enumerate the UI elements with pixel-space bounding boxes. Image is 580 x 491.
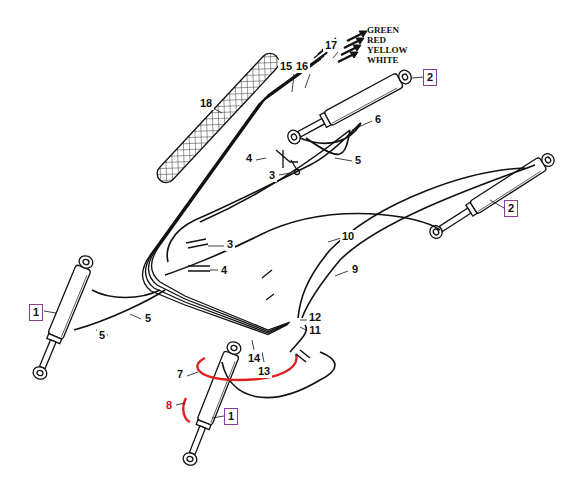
callout-number: 11 xyxy=(307,324,323,337)
callout-number: 2 xyxy=(505,201,517,216)
callout-number: 8 xyxy=(164,399,174,412)
callout-number: 3 xyxy=(225,238,235,251)
hose-color-label: GREEN xyxy=(367,26,399,35)
hose-sleeve xyxy=(153,50,282,187)
callout-number: 17 xyxy=(323,39,339,52)
leader-line xyxy=(44,52,504,418)
callout-number: 4 xyxy=(244,152,254,165)
part-callout-box: 1 xyxy=(29,304,43,321)
hose-color-label: YELLOW xyxy=(367,46,408,55)
part-callout-box: 2 xyxy=(423,69,437,86)
boom-cylinder xyxy=(427,150,557,241)
callout-number: 14 xyxy=(246,352,262,365)
callout-number: 13 xyxy=(256,365,272,378)
callout-number: 9 xyxy=(350,263,360,276)
callout-number: 5 xyxy=(143,312,153,325)
part-callout-box: 2 xyxy=(504,200,518,217)
callout-number: 5 xyxy=(97,329,107,342)
callout-number: 1 xyxy=(225,409,237,424)
callout-number: 18 xyxy=(198,97,214,110)
callout-number: 1 xyxy=(30,305,42,320)
lift-cylinder xyxy=(180,339,243,467)
callout-number: 16 xyxy=(294,60,310,73)
hose-color-label: WHITE xyxy=(367,56,399,65)
callout-number: 2 xyxy=(424,70,436,85)
callout-number: 4 xyxy=(219,264,229,277)
callout-number: 10 xyxy=(340,230,356,243)
steel-tubes xyxy=(143,38,337,335)
hose-color-label: RED xyxy=(367,36,386,45)
callout-number: 7 xyxy=(175,368,185,381)
hydraulic-hose xyxy=(74,123,535,422)
hose-color-arrows xyxy=(338,31,367,62)
part-callout-box: 1 xyxy=(224,408,238,425)
callout-number: 12 xyxy=(307,311,323,324)
callout-number: 15 xyxy=(278,60,294,73)
callout-number: 6 xyxy=(373,113,383,126)
callout-number: 3 xyxy=(267,169,277,182)
callout-number: 5 xyxy=(353,154,363,167)
